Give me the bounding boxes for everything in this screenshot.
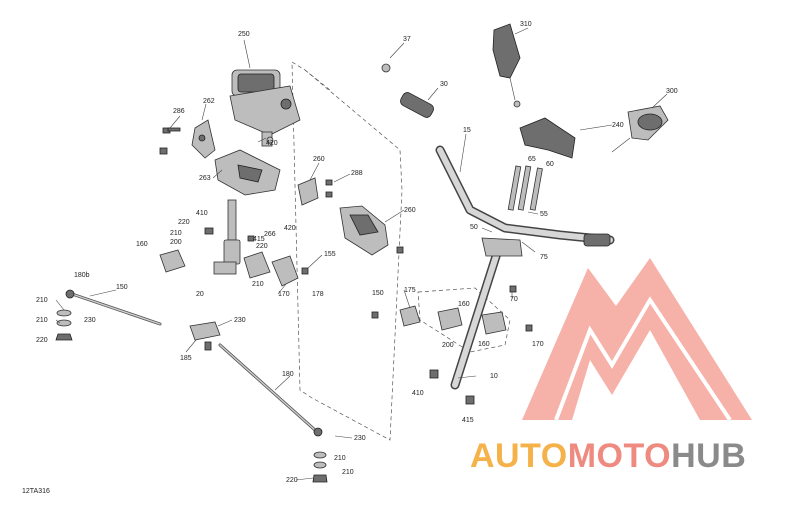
- callout-210-left-a: 210: [36, 297, 48, 304]
- callout-185: 185: [180, 355, 192, 362]
- bolts-left: [159, 127, 181, 155]
- callout-75: 75: [540, 254, 548, 261]
- callout-210-upper: 210: [170, 230, 182, 237]
- callout-250: 250: [238, 31, 250, 38]
- callout-415-upper: 415: [253, 236, 265, 243]
- callout-20: 20: [196, 291, 204, 298]
- callout-230-left: 230: [84, 317, 96, 324]
- callout-220-upper: 220: [178, 219, 190, 226]
- assembly-boundary: [291, 61, 511, 441]
- callout-180b: 180b: [74, 272, 90, 279]
- callout-210-mid: 210: [252, 281, 264, 288]
- callout-240: 240: [612, 122, 624, 129]
- watermark-text: AUTOMOTOHUB: [470, 437, 746, 475]
- callout-10: 10: [490, 373, 498, 380]
- callout-286: 286: [173, 108, 185, 115]
- callout-160-mid: 160: [458, 301, 470, 308]
- watermark-text-auto: AUTO: [470, 437, 568, 475]
- callout-50: 50: [470, 224, 478, 231]
- column-clamp-parts: [371, 285, 533, 335]
- callout-178: 178: [312, 291, 324, 298]
- callout-288: 288: [351, 170, 363, 177]
- callout-220-mid: 220: [256, 243, 268, 250]
- handguard: [519, 117, 576, 159]
- handlebar-risers: [507, 165, 543, 211]
- callout-30: 30: [440, 81, 448, 88]
- callout-65: 65: [528, 156, 536, 163]
- callout-220-lower: 220: [286, 477, 298, 484]
- figure-reference: 12TA316: [22, 488, 50, 495]
- center-link: [189, 321, 221, 351]
- callout-210-lower-b: 210: [342, 469, 354, 476]
- callout-210-left-b: 210: [36, 317, 48, 324]
- callout-labels: 250 37 310 300 30 240 286 262 420 15 65 …: [36, 21, 678, 484]
- upper-bracket: [191, 119, 216, 159]
- callout-150-mid: 150: [372, 290, 384, 297]
- callout-170-right: 170: [532, 341, 544, 348]
- callout-263: 263: [199, 175, 211, 182]
- callout-175: 175: [404, 287, 416, 294]
- handlebar: [435, 145, 615, 247]
- power-steering-unit: [229, 69, 301, 147]
- callout-37: 37: [403, 36, 411, 43]
- steering-column: [429, 237, 523, 405]
- callout-160-left: 160: [136, 241, 148, 248]
- callout-415-lower: 415: [462, 417, 474, 424]
- callout-420-upper: 420: [266, 140, 278, 147]
- callout-55: 55: [540, 211, 548, 218]
- callout-200-left: 200: [170, 239, 182, 246]
- callout-150-upper: 150: [116, 284, 128, 291]
- tie-rod-lower: [218, 343, 328, 483]
- callout-200-mid: 200: [442, 342, 454, 349]
- callout-170-left: 170: [278, 291, 290, 298]
- lower-column-parts: [159, 199, 309, 287]
- callout-410-lower: 410: [412, 390, 424, 397]
- callout-210-lower-a: 210: [334, 455, 346, 462]
- leader-lines: [55, 27, 668, 481]
- right-bracket: [339, 205, 404, 256]
- callout-220-left: 220: [36, 337, 48, 344]
- callout-420-lower: 420: [284, 225, 296, 232]
- callout-70: 70: [510, 296, 518, 303]
- callout-300: 300: [666, 88, 678, 95]
- tie-rod-upper: [55, 289, 162, 341]
- callout-410-upper: 410: [196, 210, 208, 217]
- callout-60: 60: [546, 161, 554, 168]
- mirror-right: [611, 105, 669, 153]
- watermark-text-hub: HUB: [671, 437, 746, 475]
- callout-155: 155: [324, 251, 336, 258]
- small-bracket: [297, 177, 333, 206]
- callout-230-lower: 230: [354, 435, 366, 442]
- callout-260-right: 260: [404, 207, 416, 214]
- grip: [381, 63, 434, 118]
- callout-160-right: 160: [478, 341, 490, 348]
- callout-180: 180: [282, 371, 294, 378]
- callout-266: 266: [264, 231, 276, 238]
- watermark-logo: [522, 258, 752, 422]
- callout-310: 310: [520, 21, 532, 28]
- watermark-text-moto: MOTO: [568, 437, 671, 475]
- callout-230-mid: 230: [234, 317, 246, 324]
- mirror-left: [492, 23, 521, 108]
- callout-260-upper: 260: [313, 156, 325, 163]
- callout-262: 262: [203, 98, 215, 105]
- callout-15: 15: [463, 127, 471, 134]
- mounting-bracket: [214, 149, 281, 196]
